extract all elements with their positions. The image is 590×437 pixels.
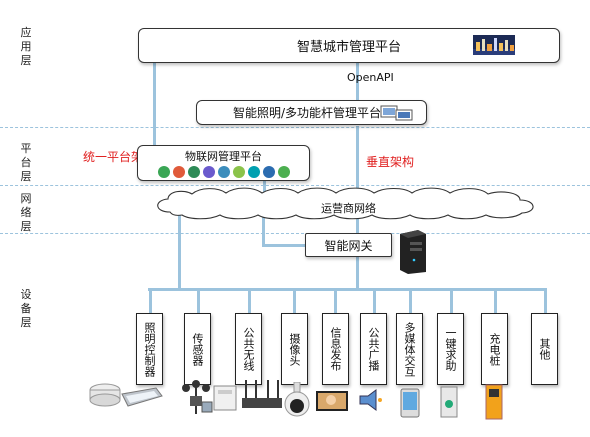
- device-other: 其他: [531, 313, 558, 385]
- app-icon-8: [262, 166, 275, 178]
- iot-platform-label: 物联网管理平台: [185, 150, 262, 163]
- app-icon-3: [187, 166, 200, 178]
- line-cloud-to-gateway: [356, 214, 359, 234]
- device-camera: 摄像头: [281, 313, 308, 385]
- charging-pile-image: [484, 384, 504, 424]
- drop-9: [544, 288, 547, 314]
- drop-5: [373, 288, 376, 314]
- kiosk-tablet-image: [400, 388, 420, 422]
- street-lamp-image: [120, 386, 164, 414]
- lighting-platform-label: 智能照明/多功能杆管理平台: [233, 106, 382, 120]
- line-iot-to-cloud: [263, 178, 266, 196]
- line-cloud-to-gateway-left: [262, 214, 265, 246]
- city-skyline-image: [473, 35, 515, 55]
- laptop-monitor-icon: [380, 104, 414, 122]
- device-multimedia-interaction: 多媒体交互: [396, 313, 423, 385]
- app-icon-6: [232, 166, 245, 178]
- drop-7: [450, 288, 453, 314]
- drop-4: [334, 288, 337, 314]
- lamp-controller-image: [88, 382, 122, 412]
- divider-network-device: [0, 233, 590, 234]
- device-public-broadcast: 公共广播: [360, 313, 387, 385]
- box-unit-image: [212, 384, 238, 416]
- device-info-display: 信息发布: [322, 313, 349, 385]
- app-icon-4: [202, 166, 215, 178]
- drop-2: [248, 288, 251, 314]
- carrier-network-cloud: [150, 186, 542, 220]
- app-icon-5: [217, 166, 230, 178]
- drop-1: [197, 288, 200, 314]
- line-city-to-iot: [153, 62, 156, 146]
- layer-label-application: 应用层: [20, 26, 32, 67]
- app-icon-2: [172, 166, 185, 178]
- carrier-network-label: 运营商网络: [321, 202, 376, 215]
- line-cloud-left-down: [178, 212, 181, 290]
- drop-6: [409, 288, 412, 314]
- openapi-label: OpenAPI: [347, 71, 394, 84]
- line-gateway-down: [356, 257, 359, 290]
- drop-8: [494, 288, 497, 314]
- gateway-box: 智能网关: [305, 233, 392, 257]
- gateway-device-image: [398, 230, 428, 274]
- device-public-wifi: 公共无线: [235, 313, 262, 385]
- layer-label-platform: 平台层: [20, 142, 32, 183]
- dome-camera-image: [282, 381, 312, 424]
- app-icon-9: [277, 166, 290, 178]
- device-charging-pile: 充电桩: [481, 313, 508, 385]
- help-button-image: [440, 386, 458, 422]
- gateway-label: 智能网关: [324, 238, 373, 253]
- speaker-image: [358, 388, 384, 416]
- wifi-router-image: [240, 378, 284, 416]
- drop-0: [149, 288, 152, 314]
- smart-city-platform-label: 智慧城市管理平台: [296, 40, 401, 55]
- layer-label-device: 设备层: [20, 288, 32, 329]
- device-sensor: 传感器: [184, 313, 211, 385]
- weather-sensor-image: [178, 380, 214, 420]
- divider-application-platform: [0, 127, 590, 128]
- device-lighting-controller: 照明控制器: [136, 313, 163, 385]
- device-bus: [148, 288, 547, 291]
- app-icon-7: [247, 166, 260, 178]
- line-gateway-left-join: [262, 244, 306, 247]
- vertical-arch-label: 垂直架构: [366, 155, 415, 169]
- line-city-to-lighting: [356, 62, 359, 100]
- divider-platform-network: [0, 185, 590, 186]
- app-icon-1: [157, 166, 170, 178]
- device-one-key-help: 一键求助: [437, 313, 464, 385]
- lighting-platform-box: 智能照明/多功能杆管理平台: [196, 100, 427, 125]
- drop-3: [293, 288, 296, 314]
- iot-platform-box: 物联网管理平台: [137, 145, 310, 181]
- led-screen-image: [315, 390, 349, 418]
- iot-app-icons: [138, 166, 309, 178]
- line-lighting-to-cloud: [356, 126, 359, 192]
- layer-label-network: 网络层: [20, 192, 32, 233]
